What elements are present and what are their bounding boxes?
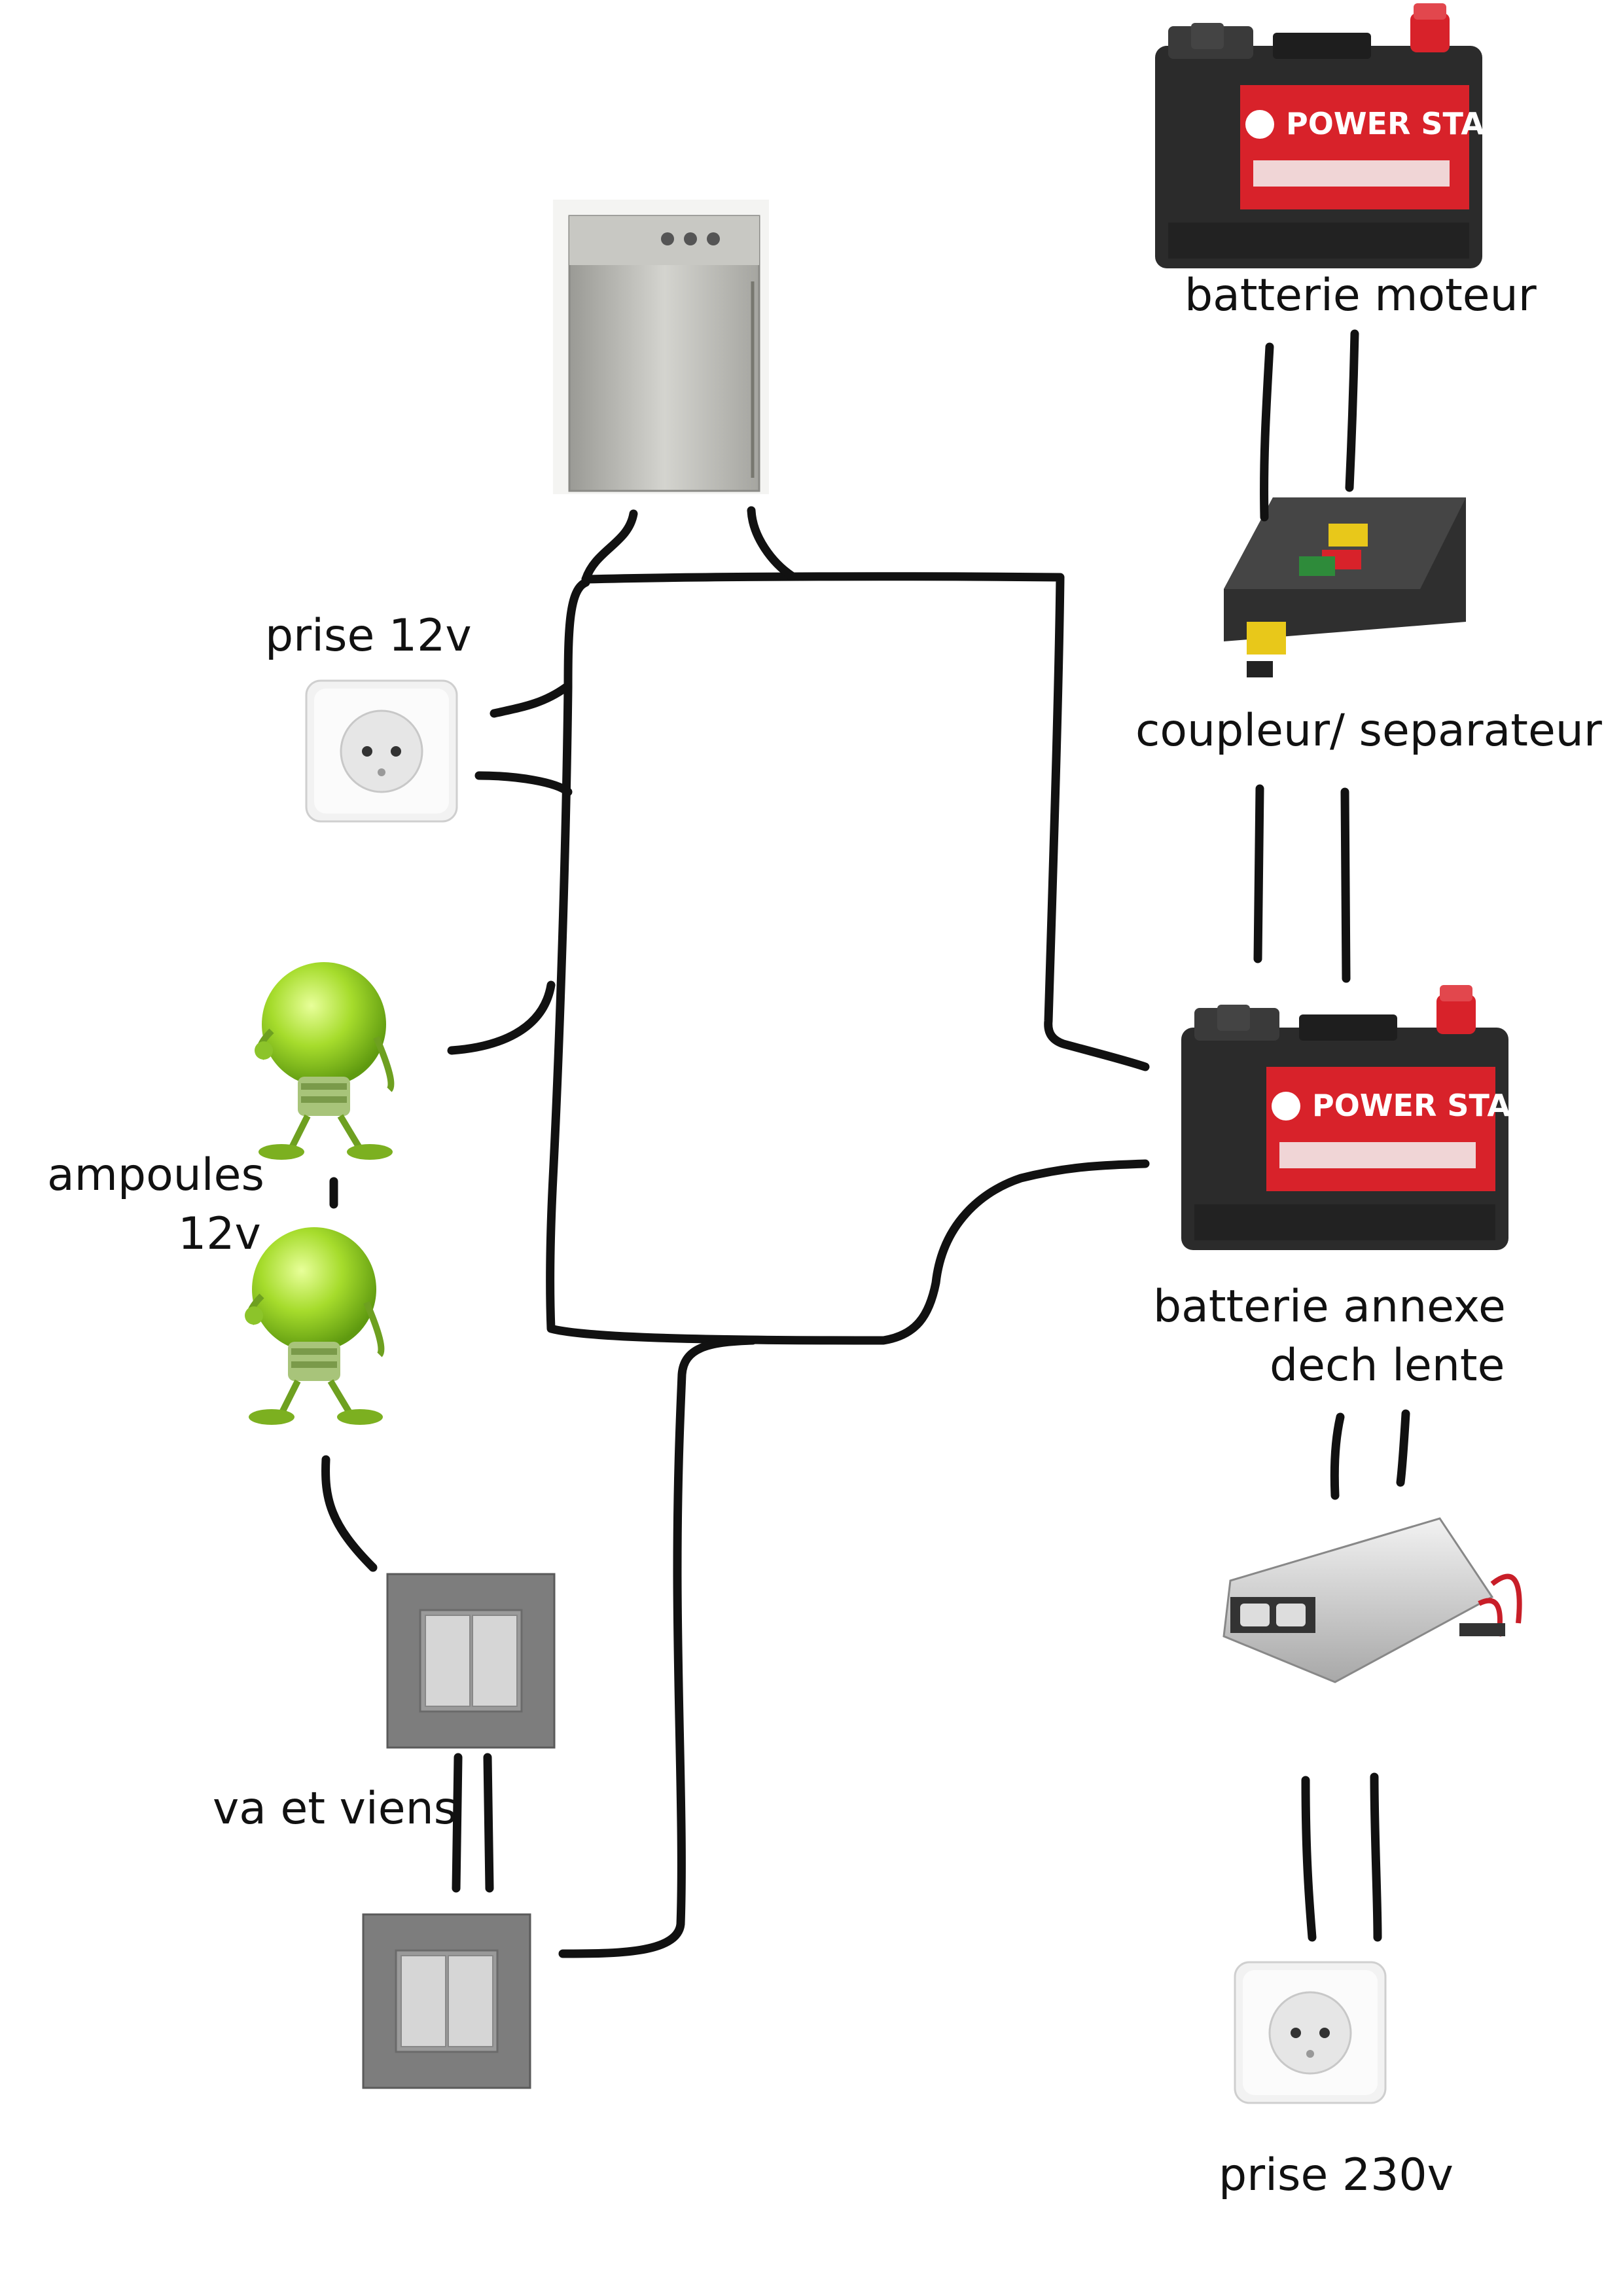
label-bulbs-line1: ampoules — [47, 1149, 264, 1201]
label-two-way-switch: va et viens — [213, 1783, 457, 1835]
wire-engbat-a — [1260, 342, 1274, 522]
wire-bulb-switch — [321, 1455, 378, 1572]
fridge — [553, 200, 769, 494]
coupler-separator — [1224, 497, 1466, 677]
wire-inverter-a — [1301, 1776, 1317, 1942]
wire-engbat-b — [1345, 329, 1359, 492]
label-bulbs-line2: 12v — [178, 1208, 261, 1260]
label-aux-battery-line1: batterie annexe — [1153, 1281, 1506, 1333]
auxiliary-battery — [1181, 985, 1554, 1250]
wire-traveller-a — [452, 1753, 463, 1893]
label-socket-12v: prise 12v — [265, 610, 472, 662]
bulb-lower — [245, 1227, 383, 1425]
wires — [321, 329, 1410, 1958]
socket-12v — [305, 679, 458, 823]
bulb-upper — [255, 962, 393, 1160]
label-engine-battery: batterie moteur — [1185, 270, 1537, 321]
wire-auxbat-a — [1330, 1412, 1345, 1500]
wire-coupler-b — [1340, 787, 1351, 983]
label-coupler: coupleur/ separateur — [1135, 705, 1602, 757]
inverter — [1222, 1517, 1522, 1683]
wire-auxbat-b — [1396, 1409, 1410, 1487]
label-aux-battery-line2: dech lente — [1270, 1340, 1505, 1391]
wire-switch-return — [558, 1336, 757, 1958]
wire-coupler-a — [1253, 784, 1264, 963]
wire-socket12-a — [490, 683, 571, 718]
wire-socket12-b — [474, 771, 573, 797]
wire-traveller-b — [483, 1753, 494, 1893]
wire-inverter-b — [1370, 1772, 1382, 1942]
wire-bulb-lead — [447, 980, 556, 1055]
wire-fridge-left — [581, 509, 638, 584]
switch-upper — [386, 1573, 556, 1749]
socket-230v — [1234, 1961, 1387, 2104]
engine-battery — [1155, 3, 1527, 268]
label-socket-230v: prise 230v — [1219, 2149, 1454, 2201]
switch-lower — [362, 1913, 531, 2089]
wire-top-crossbar — [581, 572, 1150, 1071]
wire-fridge-right — [747, 506, 796, 581]
